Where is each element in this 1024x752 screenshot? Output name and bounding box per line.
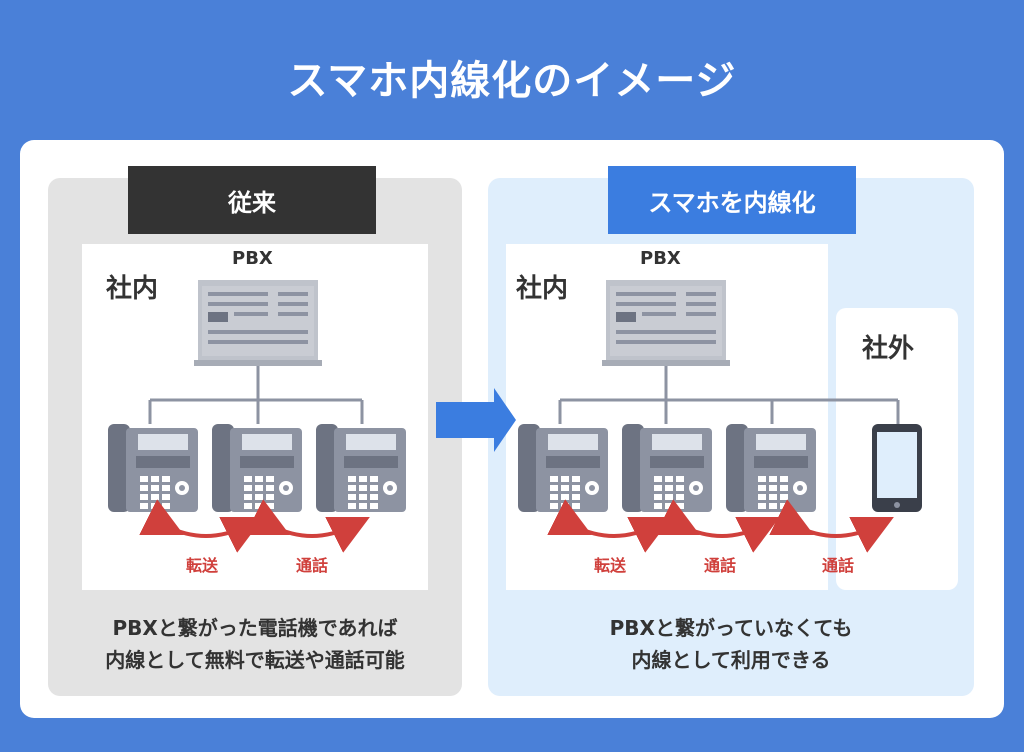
pbx-device-left [194, 280, 322, 366]
transfer-arrow-right [547, 499, 672, 553]
desk-phone-icon [726, 424, 816, 512]
desk-phone-icon [212, 424, 302, 512]
outside-label: 社外 [862, 334, 915, 364]
transfer-arrow-left [139, 499, 264, 553]
desk-phone-icon [108, 424, 198, 512]
header-smartphone-extension: スマホを内線化 [608, 166, 856, 234]
transfer-label-left: 転送 [186, 556, 219, 575]
header-conventional: 従来 [128, 166, 376, 234]
pbx-label-left: PBX [232, 248, 273, 269]
transition-arrow-icon [436, 388, 516, 452]
call-arrow-left [245, 499, 370, 553]
call-label-outside: 通話 [822, 556, 855, 575]
pbx-wiring-right [558, 366, 900, 424]
pbx-wiring-left [148, 366, 364, 424]
transfer-label-right: 転送 [594, 556, 627, 575]
page-title: スマホ内線化のイメージ [287, 58, 737, 104]
call-arrow-right [655, 499, 780, 553]
call-label-right: 通話 [704, 556, 737, 575]
call-label-left: 通話 [296, 556, 329, 575]
smartphone-icon [872, 424, 922, 512]
pbx-label-right: PBX [640, 248, 681, 269]
desk-phone-icon [518, 424, 608, 512]
office-label-right: 社内 [516, 274, 569, 304]
caption-left: PBXと繋がった電話機であれば 内線として無料で転送や通話可能 [48, 612, 462, 676]
desk-phone-icon [316, 424, 406, 512]
office-label-left: 社内 [106, 274, 159, 304]
caption-left-line1: PBXと繋がった電話機であれば [112, 616, 398, 640]
caption-right-line2: 内線として利用できる [631, 648, 831, 672]
desk-phone-icon [622, 424, 712, 512]
caption-left-line2: 内線として無料で転送や通話可能 [105, 648, 405, 672]
caption-right-line1: PBXと繋がっていなくても [609, 616, 853, 640]
call-arrow-outside [769, 499, 894, 553]
caption-right: PBXと繋がっていなくても 内線として利用できる [488, 612, 974, 676]
pbx-device-right [602, 280, 730, 366]
